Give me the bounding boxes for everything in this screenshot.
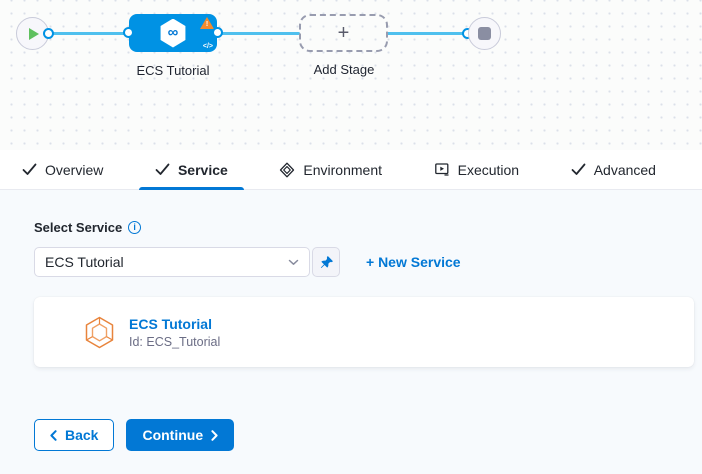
- tab-advanced[interactable]: Advanced: [555, 150, 672, 189]
- tab-label: Advanced: [593, 161, 656, 178]
- add-stage-button[interactable]: +: [299, 14, 388, 52]
- tab-service[interactable]: Service: [138, 150, 244, 190]
- check-icon: [155, 163, 170, 175]
- chevron-left-icon: [50, 429, 57, 441]
- tab-overview[interactable]: Overview: [6, 150, 119, 189]
- code-icon: </>: [202, 43, 213, 50]
- connector-line: [216, 32, 300, 35]
- select-service-label: Select Service: [34, 220, 123, 235]
- pin-service-button[interactable]: [312, 247, 340, 277]
- info-icon[interactable]: i: [128, 221, 142, 234]
- back-button[interactable]: Back: [34, 419, 115, 451]
- service-tab-panel: Select Service i ECS Tutorial + New Serv…: [0, 190, 702, 474]
- stage-node-ecs-tutorial[interactable]: ∞ ! </>: [123, 14, 223, 52]
- tab-environment[interactable]: Environment: [263, 150, 398, 189]
- connector-dot: [43, 28, 54, 39]
- stage-tabbar: Overview Service Environment Execution A…: [0, 150, 702, 190]
- stage-node-label: ECS Tutorial: [136, 63, 210, 78]
- service-card-id: Id: ECS_Tutorial: [129, 334, 221, 349]
- tab-label: Overview: [45, 161, 104, 178]
- check-icon: [571, 163, 586, 175]
- service-select-value: ECS Tutorial: [45, 254, 124, 270]
- service-card-text: ECS Tutorial Id: ECS_Tutorial: [129, 316, 220, 349]
- footer-actions: Back Continue: [34, 419, 702, 451]
- play-icon: [29, 27, 39, 40]
- new-service-link[interactable]: + New Service: [366, 254, 461, 270]
- stop-icon: [478, 27, 491, 40]
- plus-icon: +: [337, 21, 350, 44]
- connector-dot: [123, 27, 134, 38]
- chevron-down-icon: [288, 259, 299, 265]
- execution-icon: [434, 163, 449, 176]
- check-icon: [22, 163, 37, 175]
- continue-button[interactable]: Continue: [126, 419, 235, 451]
- connector-line: [386, 32, 464, 35]
- tab-execution[interactable]: Execution: [418, 150, 535, 189]
- pipeline-end-node: [468, 17, 501, 50]
- chevron-right-icon: [211, 429, 218, 441]
- infinity-icon: ∞: [167, 23, 179, 41]
- connector-dot: [212, 27, 223, 38]
- layers-icon: [280, 162, 295, 177]
- service-hexagon-icon: [85, 316, 114, 348]
- tab-label: Service: [177, 161, 228, 178]
- warning-triangle-icon: !: [200, 17, 214, 29]
- service-select-dropdown[interactable]: ECS Tutorial: [34, 247, 310, 277]
- tab-label: Execution: [457, 161, 520, 178]
- pin-icon: [320, 255, 333, 268]
- select-service-row: ECS Tutorial + New Service: [34, 247, 702, 277]
- pipeline-graph-canvas: ∞ ! </> ECS Tutorial + Add Stage: [0, 0, 702, 150]
- service-card-title: ECS Tutorial: [129, 315, 212, 332]
- service-card-ecs-tutorial[interactable]: ECS Tutorial Id: ECS_Tutorial: [34, 297, 694, 367]
- cd-hexagon-icon: ∞: [160, 18, 186, 48]
- select-service-label-row: Select Service i: [34, 220, 702, 235]
- connector-line: [50, 32, 130, 35]
- tab-label: Environment: [303, 161, 382, 178]
- add-stage-label: Add Stage: [313, 62, 375, 77]
